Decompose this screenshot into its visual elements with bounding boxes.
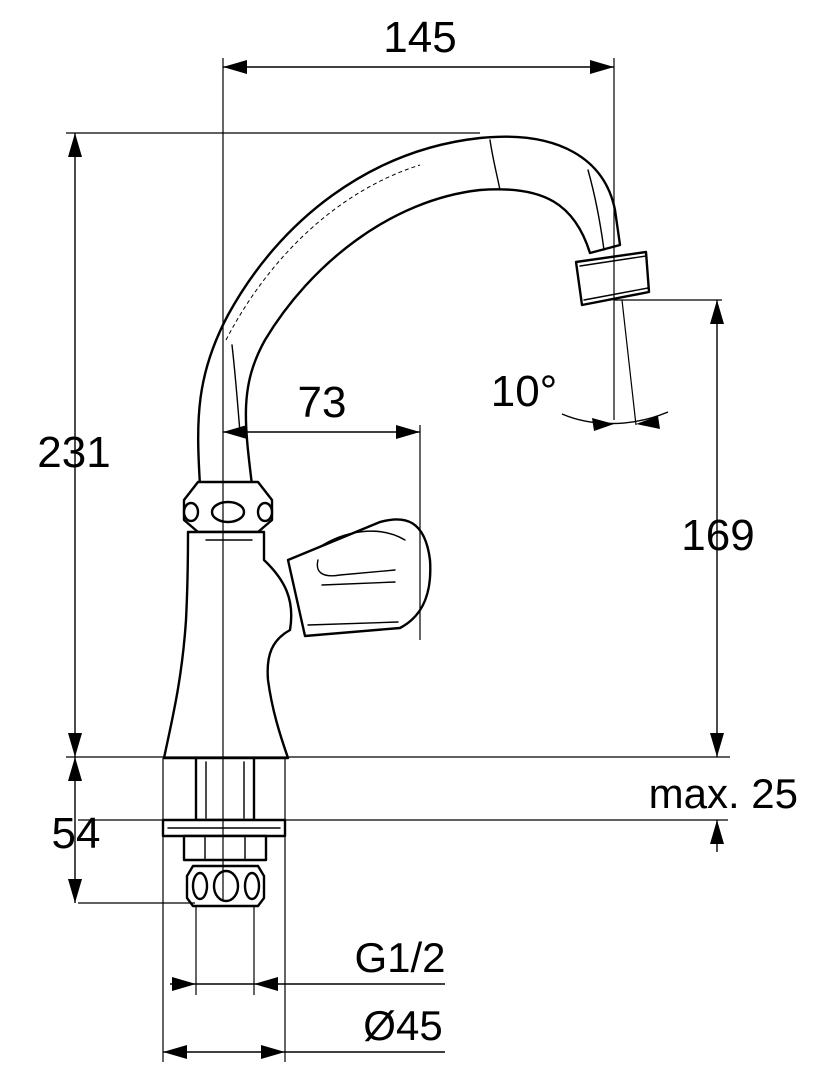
dim-145-arrow-left: [223, 60, 247, 74]
dim-label-231: 231: [37, 428, 110, 477]
dimension-labels: 145 231 73 10° 169 max. 25 54 G1/2 Ø45: [37, 13, 798, 1049]
dim-label-10deg: 10°: [491, 367, 558, 416]
dim-label-g12: G1/2: [354, 934, 445, 981]
dim-label-145: 145: [383, 13, 456, 62]
dim-g12-arrow-left: [172, 977, 196, 991]
dim-169-arrow-bottom: [710, 733, 724, 757]
dim-max25-arrow: [710, 820, 724, 844]
dim-g12-arrow-right: [254, 977, 278, 991]
dim-145-arrow-right: [590, 60, 614, 74]
valve-handle: [286, 518, 432, 638]
dim-10deg-arrow-left: [592, 418, 614, 431]
aerator-nozzle: [574, 250, 651, 307]
dim-label-max25: max. 25: [649, 770, 798, 817]
dim-231-arrow-bottom: [68, 733, 82, 757]
spout: [197, 135, 622, 487]
dim-d45-arrow-left: [163, 1045, 187, 1059]
extension-lines: [66, 58, 730, 1062]
dim-54-arrow-top: [68, 757, 82, 781]
dim-label-d45: Ø45: [363, 1002, 442, 1049]
dimension-lines: [68, 60, 724, 1059]
dim-231-arrow-top: [68, 133, 82, 157]
shank: [194, 756, 256, 822]
mounting-nut: [182, 834, 268, 862]
dim-169-arrow-top: [710, 300, 724, 324]
dim-10deg-arrow-right: [636, 416, 660, 429]
dim-label-54: 54: [52, 809, 101, 858]
dim-label-169: 169: [681, 511, 754, 560]
valve-body: [162, 530, 293, 760]
dim-label-73: 73: [298, 378, 347, 427]
dim-73-arrow-left: [223, 425, 247, 439]
dim-73-arrow-right: [396, 425, 420, 439]
dim-54-arrow-bottom: [68, 879, 82, 903]
faucet-outline: [161, 135, 651, 908]
dim-d45-arrow-right: [261, 1045, 285, 1059]
